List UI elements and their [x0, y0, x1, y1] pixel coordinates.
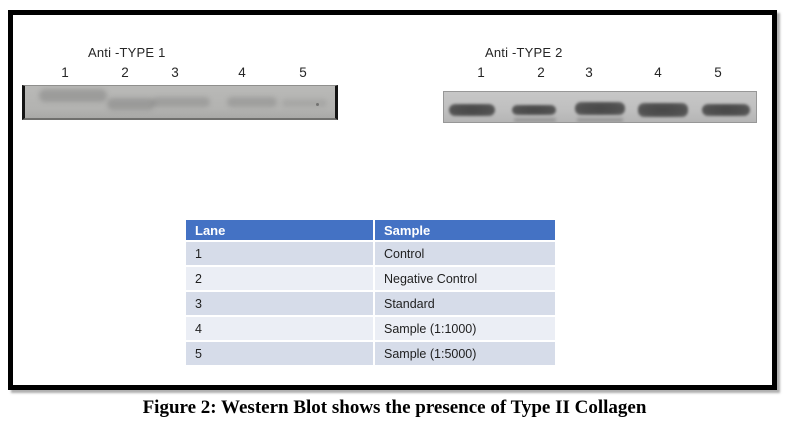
- lane-number: 1: [61, 65, 69, 80]
- blot-band: [638, 103, 688, 117]
- table-header-row: Lane Sample: [186, 220, 557, 242]
- figure-border-box: Anti -TYPE 1 1 2 3 4 5 Anti -TYPE 2 1 2 …: [8, 10, 777, 390]
- cell-sample: Negative Control: [374, 266, 557, 292]
- lane-number: 4: [238, 65, 246, 80]
- cell-sample: Sample (1:1000): [374, 316, 557, 342]
- blot-band: [39, 89, 107, 102]
- lane-number: 3: [585, 65, 593, 80]
- blot-band: [107, 98, 155, 110]
- column-header-sample: Sample: [374, 220, 557, 242]
- panel-title-anti-type-1: Anti -TYPE 1: [88, 45, 166, 60]
- blot-band: [575, 102, 625, 115]
- blot-band-faint: [514, 118, 556, 122]
- cell-lane: 4: [186, 316, 375, 342]
- blot-band: [227, 97, 277, 107]
- lane-number: 2: [537, 65, 545, 80]
- lane-number: 3: [171, 65, 179, 80]
- blot-band: [449, 104, 495, 116]
- cell-lane: 5: [186, 341, 375, 367]
- panel-title-anti-type-2: Anti -TYPE 2: [485, 45, 563, 60]
- table-row: 2 Negative Control: [186, 266, 557, 292]
- table-row: 1 Control: [186, 241, 557, 267]
- figure-caption: Figure 2: Western Blot shows the presenc…: [142, 397, 647, 418]
- blot-speck: [316, 103, 319, 106]
- blot-band: [152, 97, 210, 107]
- blot-band: [512, 105, 556, 115]
- lane-number: 1: [477, 65, 485, 80]
- lane-sample-table: Lane Sample 1 Control 2 Negative Control…: [186, 220, 557, 367]
- table-row: 3 Standard: [186, 291, 557, 317]
- blot-band-faint: [577, 118, 623, 122]
- cell-lane: 3: [186, 291, 375, 317]
- table-row: 5 Sample (1:5000): [186, 341, 557, 367]
- table-row: 4 Sample (1:1000): [186, 316, 557, 342]
- lane-number: 2: [121, 65, 129, 80]
- column-header-lane: Lane: [186, 220, 375, 242]
- blot-band: [702, 104, 750, 116]
- cell-sample: Standard: [374, 291, 557, 317]
- cell-sample: Sample (1:5000): [374, 341, 557, 367]
- lane-number: 5: [714, 65, 722, 80]
- lane-number: 5: [299, 65, 307, 80]
- cell-lane: 2: [186, 266, 375, 292]
- lane-number: 4: [654, 65, 662, 80]
- blot-band: [282, 99, 327, 107]
- blot-strip-anti-type-1: [22, 85, 338, 120]
- cell-sample: Control: [374, 241, 557, 267]
- cell-lane: 1: [186, 241, 375, 267]
- blot-strip-anti-type-2: [443, 91, 757, 123]
